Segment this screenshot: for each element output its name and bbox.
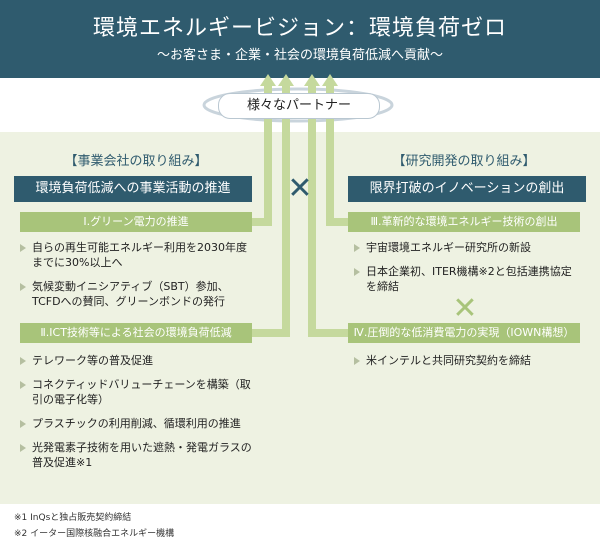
left-section1-list: 自らの再生可能エネルギー利用を2030年度までに30%以上へ 気候変動イニシアテ…: [20, 240, 252, 309]
arrow-right-2: [308, 84, 348, 337]
list-item: 日本企業初、ITER機構※2と包括連携協定を締結: [354, 264, 580, 294]
arrow-left-2-head: [278, 74, 294, 86]
list-item: 気候変動イニシアティブ（SBT）参加、TCFDへの賛同、グリーンボンドの発行: [20, 279, 252, 309]
right-section2-title: Ⅳ.圧倒的な低消費電力の実現（IOWN構想）: [348, 323, 580, 343]
arrow-left-1: [252, 84, 272, 226]
list-item: 光発電素子技術を用いた遮熱・発電ガラスの普及促進※1: [20, 440, 252, 470]
right-bar: 限界打破のイノベーションの創出: [348, 176, 586, 202]
right-heading: 【研究開発の取り組み】: [392, 154, 536, 169]
left-section1-title: Ⅰ.グリーン電力の推進: [20, 212, 252, 232]
footnote-2: ※2 イーター国際核融合エネルギー機構: [14, 529, 175, 539]
arrow-right-2-head: [304, 74, 320, 86]
partner-ring: [202, 87, 394, 123]
list-item: 宇宙環境エネルギー研究所の新設: [354, 240, 580, 255]
list-item: 自らの再生可能エネルギー利用を2030年度までに30%以上へ: [20, 240, 252, 270]
list-item: プラスチックの利用削減、循環利用の推進: [20, 416, 252, 431]
header-banner: [0, 0, 600, 78]
left-heading: 【事業会社の取り組み】: [64, 154, 208, 169]
center-cross-icon: ✕: [287, 171, 313, 206]
right-section1-list: 宇宙環境エネルギー研究所の新設 日本企業初、ITER機構※2と包括連携協定を締結: [354, 240, 580, 294]
arrow-left-1-head: [260, 74, 276, 86]
diagram-title: 環境エネルギービジョン：環境負荷ゼロ: [92, 16, 507, 41]
list-item: テレワーク等の普及促進: [20, 353, 252, 368]
left-section2-title: Ⅱ.ICT技術等による社会の環境負荷低減: [20, 323, 252, 343]
arrow-left-2: [252, 84, 290, 337]
left-section2-list: テレワーク等の普及促進 コネクティッドバリューチェーンを構築（取引の電子化等） …: [20, 353, 252, 470]
left-bar: 環境負荷低減への事業活動の推進: [14, 176, 252, 202]
footnote-1: ※1 InQsと独占販売契約締結: [14, 513, 132, 523]
arrow-right-1: [326, 84, 348, 226]
right-cross-icon: ✕: [452, 291, 478, 326]
right-section1-title: Ⅲ.革新的な環境エネルギー技術の創出: [348, 212, 580, 232]
list-item: 米インテルと共同研究契約を締結: [354, 353, 580, 368]
partner-label: 様々なパートナー: [218, 93, 380, 119]
list-item: コネクティッドバリューチェーンを構築（取引の電子化等）: [20, 377, 252, 407]
right-section2-list: 米インテルと共同研究契約を締結: [354, 353, 580, 368]
arrow-right-1-head: [322, 74, 338, 86]
diagram-subtitle: 〜お客さま・企業・社会の環境負荷低減へ貢献〜: [156, 48, 443, 63]
